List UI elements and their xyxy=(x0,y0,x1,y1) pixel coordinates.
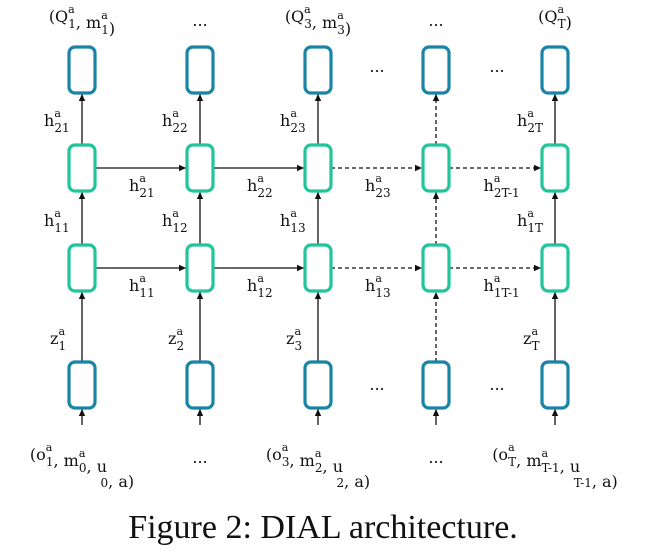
rnn-layer2-box-4 xyxy=(421,143,451,193)
top-row-ellipsis-2: ... xyxy=(489,57,504,76)
bottom-ellipsis-2: ... xyxy=(192,448,207,467)
figure-caption: Figure 2: DIAL architecture. xyxy=(128,509,518,546)
input-box-5 xyxy=(540,360,570,410)
top-ellipsis-2: ... xyxy=(192,11,207,30)
rnn-layer2-box-3 xyxy=(303,143,333,193)
input-box-3 xyxy=(303,360,333,410)
output-box-4 xyxy=(421,45,451,95)
output-box-5 xyxy=(540,45,570,95)
edges xyxy=(78,94,559,425)
rnn-layer1-box-1 xyxy=(67,243,97,293)
rnn-layer1-box-5 xyxy=(540,243,570,293)
output-box-3 xyxy=(303,45,333,95)
bottom-row-ellipsis-1: ... xyxy=(369,375,384,394)
output-box-1 xyxy=(67,45,97,95)
rnn-layer2-box-2 xyxy=(185,143,215,193)
output-box-2 xyxy=(185,45,215,95)
rnn-layer1-box-4 xyxy=(421,243,451,293)
input-box-2 xyxy=(185,360,215,410)
rnn-layer1-box-2 xyxy=(185,243,215,293)
rnn-layer2-box-5 xyxy=(540,143,570,193)
bottom-ellipsis-4: ... xyxy=(428,448,443,467)
top-ellipsis-4: ... xyxy=(428,11,443,30)
boxes xyxy=(67,45,570,410)
rnn-layer1-box-3 xyxy=(303,243,333,293)
rnn-layer2-box-1 xyxy=(67,143,97,193)
bottom-row-ellipsis-2: ... xyxy=(489,375,504,394)
input-box-4 xyxy=(421,360,451,410)
input-box-1 xyxy=(67,360,97,410)
top-row-ellipsis-1: ... xyxy=(369,57,384,76)
